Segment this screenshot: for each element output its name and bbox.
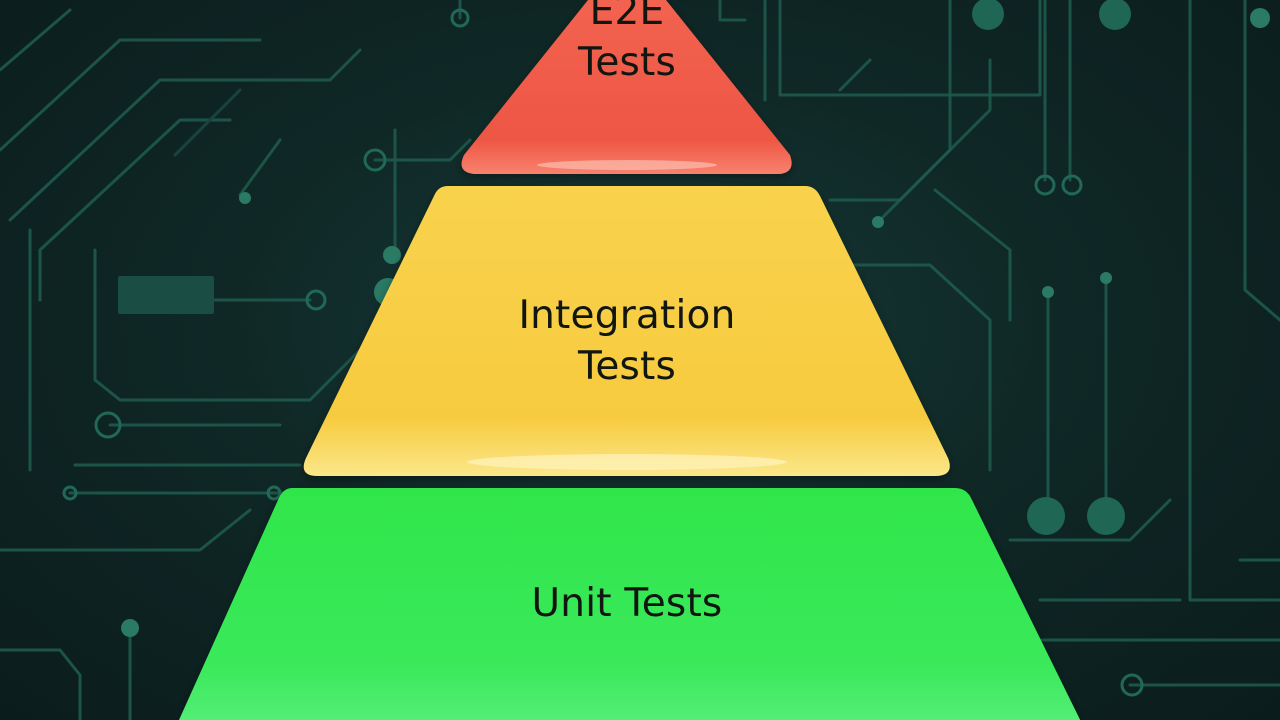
tier-e2e-shape (461, 0, 792, 174)
tier-unit-label: Unit Tests (477, 578, 777, 629)
circuit-traces-right (718, 0, 1280, 687)
tier-unit-shape (179, 488, 1081, 720)
tier-integration-line-1: Integration (518, 293, 736, 338)
tier-integration-shape (303, 186, 950, 476)
circuit-nodes-right (872, 0, 1270, 697)
tier-unit-line-1: Unit Tests (531, 581, 723, 626)
circuit-traces-left (0, 0, 472, 720)
tier-integration-line-2: Tests (577, 344, 677, 389)
tier-integration-highlight (467, 454, 787, 470)
tier-e2e-line-2: Tests (577, 40, 677, 85)
tier-e2e-highlight (537, 160, 717, 170)
tier-integration-label: Integration Tests (477, 290, 777, 392)
tier-e2e-label: E2E Tests (527, 0, 727, 88)
tier-e2e-line-1: E2E (589, 0, 665, 34)
